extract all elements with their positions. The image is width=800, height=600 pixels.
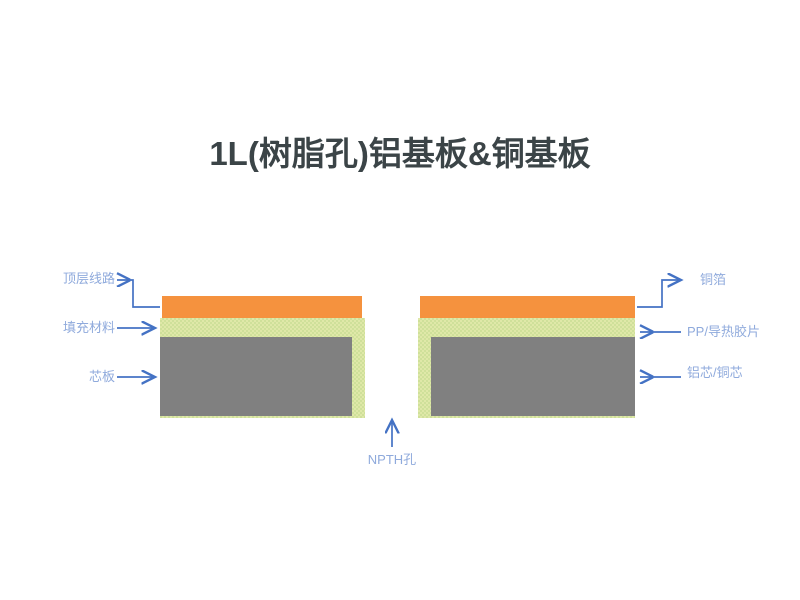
arrow-top-circuit [117,280,160,308]
label-npth-hole: NPTH孔 [367,452,417,467]
right-stack-core [431,337,635,416]
label-pp-thermal-sheet: PP/导热胶片 [687,324,760,339]
label-aluminum-copper-core: 铝芯/铜芯 [687,365,743,380]
page-title: 1L(树脂孔)铝基板&铜基板 [209,135,591,172]
left-stack-core [160,337,352,416]
left-stack-copper-foil [162,296,362,318]
right-stack-copper-foil [420,296,635,318]
label-copper-foil: 铜箔 [700,272,727,287]
label-top-circuit: 顶层线路 [62,271,115,286]
arrow-copper-foil [637,280,681,308]
label-fill-material: 填充材料 [62,320,115,335]
label-core-board: 芯板 [88,369,115,384]
